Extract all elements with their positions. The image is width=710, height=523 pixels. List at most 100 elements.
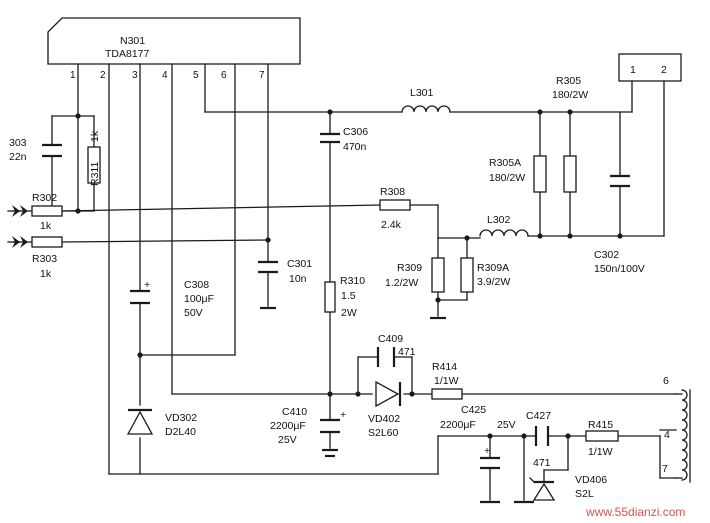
transformer-pin-4: 4 [664,429,670,441]
diode-vd302 [126,408,154,435]
c302-value: 150n/100V [594,263,645,275]
wiring [13,63,683,501]
c308-value: 100μF [184,293,214,305]
r303-ref: R303 [32,253,57,265]
c409-value: 471 [398,346,416,358]
c301-ref: C301 [287,258,312,270]
l302-ref: L302 [487,214,511,226]
r305a-value: 180/2W [489,172,525,184]
connector-pin-2: 2 [661,64,667,76]
r303-value: 1k [40,268,52,280]
transformer-pin-7: 7 [662,463,668,475]
ic-part-number: TDA8177 [105,48,150,60]
r308-ref: R308 [380,186,405,198]
c410-value: 2200μF [270,420,306,432]
resistor-r414 [431,388,463,400]
r302-value: 1k [40,220,52,232]
c303-ref: 303 [9,137,27,149]
vd406-ref: VD406 [575,474,607,486]
r308-value: 2.4k [381,219,402,231]
r414-value: 1/1W [434,375,459,387]
ground-c410 [322,448,338,458]
junction-dots [75,109,623,439]
vd402-part: S2L60 [368,427,399,439]
resistor-r303 [31,236,63,248]
r310-value: 1.5 [341,290,356,302]
inductor-l302 [479,229,529,237]
ic-designator: N301 [120,35,145,47]
resistor-r309 [431,257,445,293]
c308-voltage: 50V [184,307,203,319]
c301-value: 10n [289,273,307,285]
resistor-r305a [533,155,547,193]
ic-pin-5: 5 [193,70,199,81]
ic-pin-2: 2 [100,70,106,81]
resistor-r415 [585,430,619,442]
c410-ref: C410 [282,406,307,418]
c425-ref: C425 [461,404,486,416]
c303-value: 22n [9,151,27,163]
c306-ref: C306 [343,126,368,138]
c302-ref: C302 [594,249,619,261]
c409-ref: C409 [378,333,403,345]
capacitor-c409 [376,347,396,367]
c410-voltage: 25V [278,434,297,446]
r309-ref: R309 [397,262,422,274]
vd402-ref: VD402 [368,413,400,425]
c306-value: 470n [343,141,367,153]
capacitor-c425: + [480,445,500,470]
ic-pin-7: 7 [259,70,265,81]
r310-power: 2W [341,307,357,319]
resistor-r308 [379,199,411,211]
capacitor-c410: + [320,409,346,434]
svg-text:+: + [484,445,490,457]
diode-vd402 [375,380,402,408]
component-labels: 303 22n R311 1k R302 1k R303 1k C308 100… [9,75,645,500]
resistor-r309a [460,257,474,293]
site-watermark: www.55dianzi.com [585,505,685,519]
r311-value: 1k [89,130,101,142]
transformer-pin-6: 6 [663,375,669,387]
r309-value: 1.2/2W [385,277,418,289]
r309a-value: 3.9/2W [477,276,510,288]
r311-ref: R311 [89,162,101,186]
r302-ref: R302 [32,192,57,204]
output-connector: 1 2 [618,53,682,82]
resistor-r310 [324,281,336,313]
capacitor-c302 [610,174,630,188]
capacitor-c308: + [130,279,150,305]
input-arrow-1 [7,205,28,217]
capacitor-c301 [258,260,278,274]
c425-value: 2200μF [440,419,476,431]
r414-ref: R414 [432,361,457,373]
capacitor-c427 [534,426,550,446]
vd302-ref: VD302 [165,412,197,424]
r309a-ref: R309A [477,262,509,274]
ic-pin-3: 3 [132,70,138,81]
r305-ref: R305 [556,75,581,87]
r305-value: 180/2W [552,89,588,101]
r415-value: 1/1W [588,446,613,458]
l301-ref: L301 [410,87,434,99]
flyback-transformer: 6 4 7 [662,375,691,483]
r305a-ref: R305A [489,157,521,169]
r310-ref: R310 [340,275,365,287]
vd406-part: S2L [575,488,594,500]
ic-pin-4: 4 [162,70,168,81]
ic-pin-6: 6 [221,70,227,81]
connector-pin-1: 1 [630,64,636,76]
diode-vd406 [529,469,569,501]
inductor-l301 [401,105,451,113]
c427-ref: C427 [526,410,551,422]
c427-value: 471 [533,457,551,469]
ic-n301: N301 TDA8177 1 2 3 4 5 6 7 [47,17,301,81]
vd302-part: D2L40 [165,426,196,438]
ic-pin-1: 1 [70,70,76,81]
c308-ref: C308 [184,279,209,291]
svg-text:+: + [340,409,346,421]
input-arrow-2 [7,236,28,248]
c425-voltage: 25V [497,419,516,431]
capacitor-c306 [320,132,340,144]
